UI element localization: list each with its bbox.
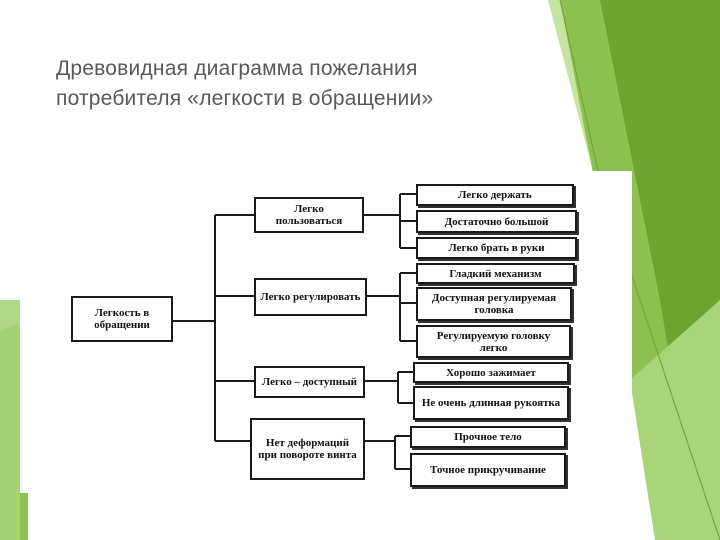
tree-connector-lines [173, 193, 416, 470]
root-node: Легкость в обращении [71, 296, 173, 342]
leaf-node-accessible-head: Доступная регулируемая головка [416, 287, 572, 321]
branch-node-no-deformation: Нет деформаций при повороте винта [250, 418, 365, 480]
right-green-shape-highlight [630, 300, 720, 540]
branch-node-adjust: Легко регулировать [254, 278, 367, 316]
tree-diagram-figure: Легкость в обращении Легко пользоваться … [20, 171, 632, 493]
leaf-node-short-handle: Не очень длинная рукоятка [413, 386, 569, 420]
leaf-node-clamps-well: Хорошо зажимает [413, 362, 569, 383]
leaf-node-easy-hold: Легко держать [416, 184, 574, 206]
left-green-band-light [0, 300, 20, 540]
leaf-node-easy-grab: Легко брать в руки [416, 237, 577, 259]
branch-node-accessible: Легко – доступный [254, 366, 365, 398]
leaf-node-strong-body: Прочное тело [410, 426, 566, 448]
leaf-node-smooth-mechanism: Гладкий механизм [416, 263, 575, 284]
leaf-node-big-enough: Достаточно большой [416, 210, 577, 233]
branch-node-use: Легко пользоваться [254, 197, 364, 233]
leaf-node-head-easy: Регулируемую головку легко [416, 325, 571, 358]
slide-title: Древовидная диаграмма пожелания потребит… [56, 57, 434, 110]
leaf-node-precise-screwing: Точное прикручивание [410, 453, 566, 487]
